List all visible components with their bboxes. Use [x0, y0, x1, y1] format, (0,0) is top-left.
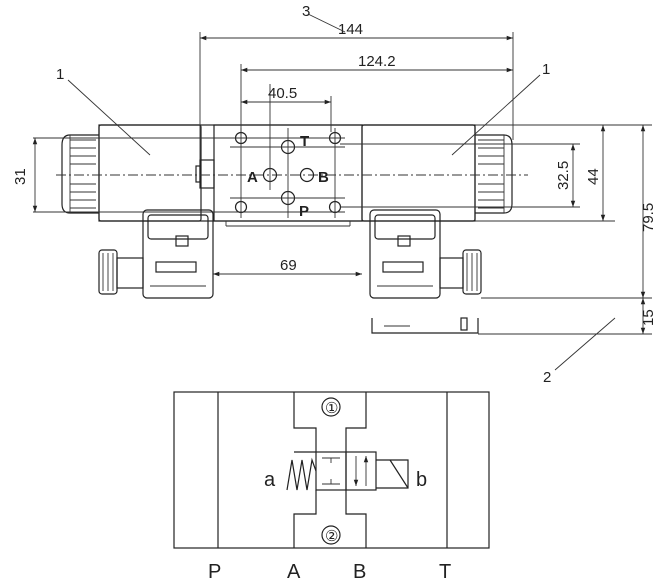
symbol-label-b: b	[416, 469, 427, 491]
callout-2: 2	[543, 369, 551, 386]
dim-44: 44	[585, 168, 602, 185]
subplate-sketch	[371, 317, 479, 334]
left-knurled-cap	[61, 134, 99, 214]
port-label-b: B	[318, 169, 329, 186]
callout-3: 3	[302, 3, 310, 20]
bottom-port-a: A	[287, 561, 301, 583]
left-connector	[98, 209, 214, 299]
dim-69: 69	[280, 257, 297, 274]
port-label-p: P	[299, 203, 309, 220]
callout-1-left: 1	[56, 66, 64, 83]
port-label-t: T	[300, 133, 309, 150]
right-knurled-cap	[475, 134, 513, 214]
right-connector	[369, 209, 482, 299]
dim-124-2: 124.2	[358, 53, 396, 70]
port-holes	[33, 84, 345, 218]
mounting-face-diagram	[173, 391, 490, 549]
dim-15: 15	[640, 309, 657, 326]
valve-top-view: T A B P	[33, 84, 528, 334]
callout-1-right: 1	[542, 61, 550, 78]
bottom-port-p: P	[208, 561, 221, 583]
dim-144: 144	[338, 21, 363, 38]
symbol-port-1: ①	[325, 400, 338, 417]
dim-40-5: 40.5	[268, 85, 297, 102]
symbol-port-2: ②	[325, 528, 338, 545]
bottom-port-t: T	[439, 561, 451, 583]
port-label-a: A	[247, 169, 258, 186]
bottom-port-b: B	[353, 561, 366, 583]
symbol-label-a: a	[264, 469, 276, 491]
left-nut	[199, 159, 215, 189]
dim-31: 31	[12, 168, 29, 185]
dim-79-5: 79.5	[640, 203, 657, 232]
dimensions: 144 124.2 40.5 31 32.5 44 79.5 15 69	[12, 13, 657, 371]
left-solenoid	[98, 124, 202, 222]
dim-32-5: 32.5	[555, 161, 572, 190]
valve-symbol	[286, 451, 409, 491]
